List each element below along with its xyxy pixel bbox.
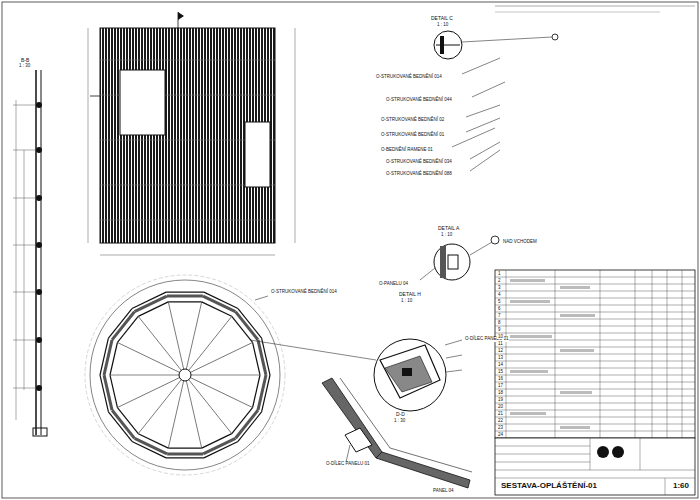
drawing-label: 1 : 30	[393, 419, 406, 424]
table-cell: 11	[497, 342, 504, 347]
table-cell: 15	[497, 370, 504, 375]
table-cell: 18	[497, 391, 504, 396]
table-cell: 8	[497, 321, 502, 326]
drawing-label: O-DÍLEC PANELU 01	[325, 462, 370, 467]
table-cell: 17	[497, 384, 504, 389]
title-block-text: SESTAVA-OPLÁŠTĚNÍ-01	[500, 482, 598, 490]
drawing-label: O-STRUKOVANÉ BEDNĚNÍ 044	[385, 98, 453, 103]
table-cell: 14	[497, 363, 504, 368]
drawing-label: D-D	[395, 412, 406, 417]
drawing-label: NAD VCHODEM	[502, 240, 538, 245]
drawing-label: O-STRUKOVANÉ BEDNĚNÍ 014	[375, 75, 443, 80]
drawing-label: O-STRUKOVANÉ BEDNĚNÍ 034	[385, 160, 453, 165]
table-cell: 12	[497, 349, 504, 354]
table-cell: 4	[497, 293, 502, 298]
table-cell: 2	[497, 279, 502, 284]
table-cell: 9	[497, 328, 502, 333]
drawing-label: O-STRUKOVANÉ BEDNĚNÍ 01	[380, 133, 445, 138]
title-block-text: 1:60	[672, 482, 690, 490]
drawing-label: O-BEDNĚNÍ RAMENE 01	[380, 148, 434, 153]
table-cell: 24	[497, 433, 504, 438]
table-cell: 19	[497, 398, 504, 403]
drawing-label: DETAIL C	[430, 16, 454, 21]
drawing-label: 1 : 10	[400, 299, 413, 304]
drawing-label: 1 : 10	[436, 23, 449, 28]
table-cell: 22	[497, 419, 504, 424]
table-cell: 10	[497, 335, 504, 340]
table-cell: 23	[497, 426, 504, 431]
drawing-label: PANEL 04	[432, 489, 455, 494]
table-cell: 21	[497, 412, 504, 417]
drawing-label: 1 : 10	[440, 233, 453, 238]
drawing-label: O-STRUKOVANÉ BEDNĚNÍ 02	[380, 118, 445, 123]
table-cell: 3	[497, 286, 502, 291]
drawing-label: O-STRUKOVANÉ BEDNĚNÍ 088	[385, 172, 453, 177]
table-cell: 5	[497, 300, 502, 305]
table-cell: 7	[497, 314, 502, 319]
drawing-label: B-B	[20, 58, 30, 63]
drawing-label: O-PANELU 04	[378, 282, 409, 287]
drawing-label: O-STRUKOVANÉ BEDNĚNÍ 014	[270, 290, 338, 295]
table-cell: 13	[497, 356, 504, 361]
drawing-label: DETAIL H	[398, 292, 422, 297]
drawing-label: 1 : 30	[18, 64, 31, 69]
table-cell: 6	[497, 307, 502, 312]
table-cell: 20	[497, 405, 504, 410]
table-cell: 16	[497, 377, 504, 382]
table-cell: 1	[497, 272, 502, 277]
drawing-label: DETAIL A	[437, 226, 460, 231]
